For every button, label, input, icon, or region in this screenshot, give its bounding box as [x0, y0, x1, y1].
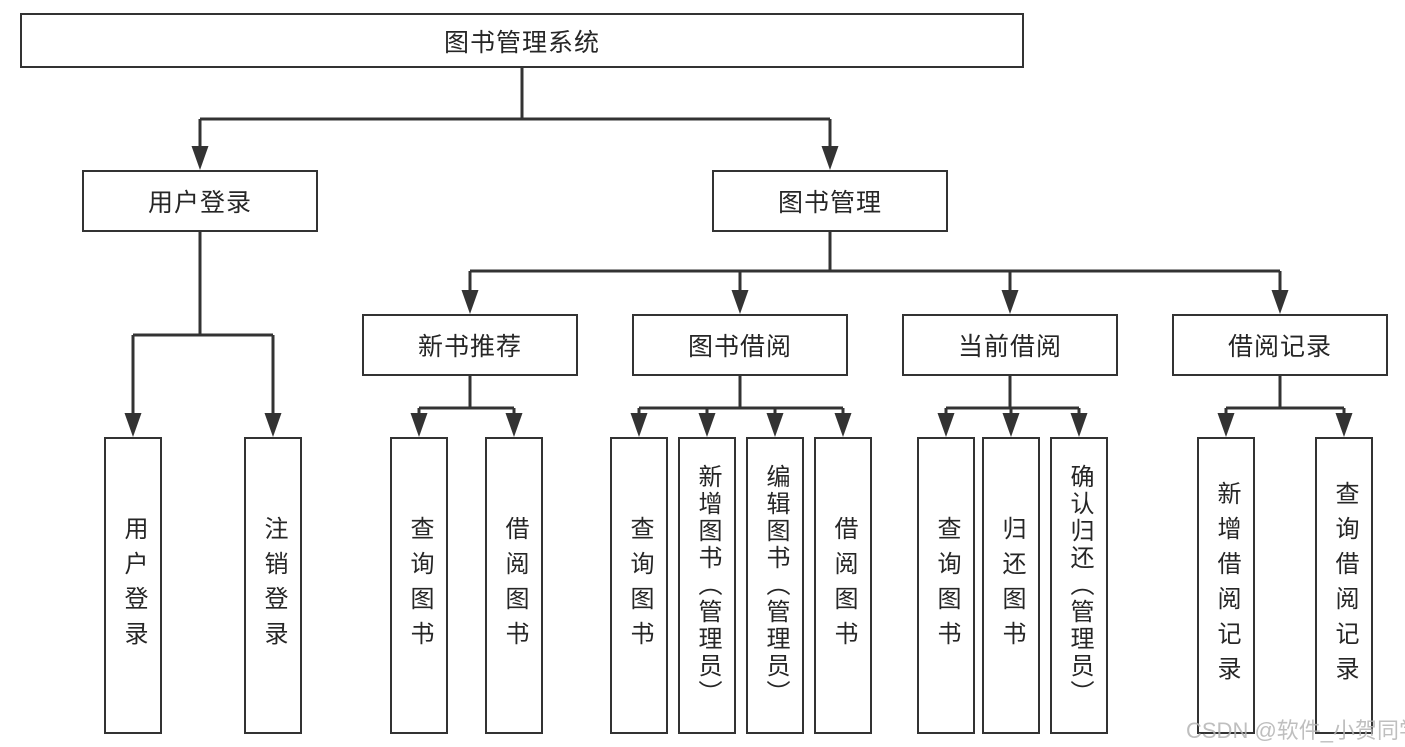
leaf-label: 借阅图书 [501, 515, 528, 656]
leaf-label: 归还图书 [998, 515, 1025, 656]
node-label: 当前借阅 [957, 333, 1062, 361]
leaf-label: 查询图书 [406, 515, 433, 656]
leaf-add-books-admin: 新增图书（管理员） [678, 437, 736, 734]
leaf-label: 查询借阅记录 [1331, 480, 1358, 691]
leaf-label: 借阅图书 [830, 515, 857, 656]
leaf-label: 查询图书 [933, 515, 960, 656]
leaf-borrow-query-books: 查询图书 [610, 437, 668, 734]
leaf-logout: 注销登录 [244, 437, 302, 734]
node-new-book-recommend: 新书推荐 [362, 314, 578, 376]
leaf-label: 查询图书 [626, 515, 653, 656]
leaf-add-borrow-record: 新增借阅记录 [1197, 437, 1255, 734]
node-current-borrow: 当前借阅 [902, 314, 1118, 376]
leaf-label: 注销登录 [260, 515, 287, 656]
leaf-return-books: 归还图书 [982, 437, 1040, 734]
leaf-label: 编辑图书（管理员） [762, 464, 789, 707]
node-root-library-system: 图书管理系统 [20, 13, 1024, 68]
leaf-label: 新增图书（管理员） [694, 464, 721, 707]
leaf-edit-books-admin: 编辑图书（管理员） [746, 437, 804, 734]
arrowhead-icons [124, 146, 1353, 437]
node-book-borrow: 图书借阅 [632, 314, 848, 376]
node-book-management: 图书管理 [712, 170, 948, 232]
leaf-label: 确认归还（管理员） [1066, 464, 1093, 707]
node-label: 新书推荐 [417, 333, 522, 361]
leaf-label: 新增借阅记录 [1213, 480, 1240, 691]
leaf-label: 用户登录 [120, 515, 147, 656]
leaf-user-login: 用户登录 [104, 437, 162, 734]
node-label: 借阅记录 [1227, 333, 1332, 361]
node-label: 图书管理系统 [443, 28, 600, 57]
leaf-recommend-borrow-books: 借阅图书 [485, 437, 543, 734]
leaf-recommend-query-books: 查询图书 [390, 437, 448, 734]
node-borrow-records: 借阅记录 [1172, 314, 1388, 376]
node-label: 图书管理 [777, 189, 882, 217]
leaf-confirm-return-admin: 确认归还（管理员） [1050, 437, 1108, 734]
node-label: 用户登录 [147, 189, 252, 217]
node-user-login: 用户登录 [82, 170, 318, 232]
node-label: 图书借阅 [687, 333, 792, 361]
leaf-borrow-books: 借阅图书 [814, 437, 872, 734]
leaf-query-borrow-record: 查询借阅记录 [1315, 437, 1373, 734]
leaf-current-query-books: 查询图书 [917, 437, 975, 734]
